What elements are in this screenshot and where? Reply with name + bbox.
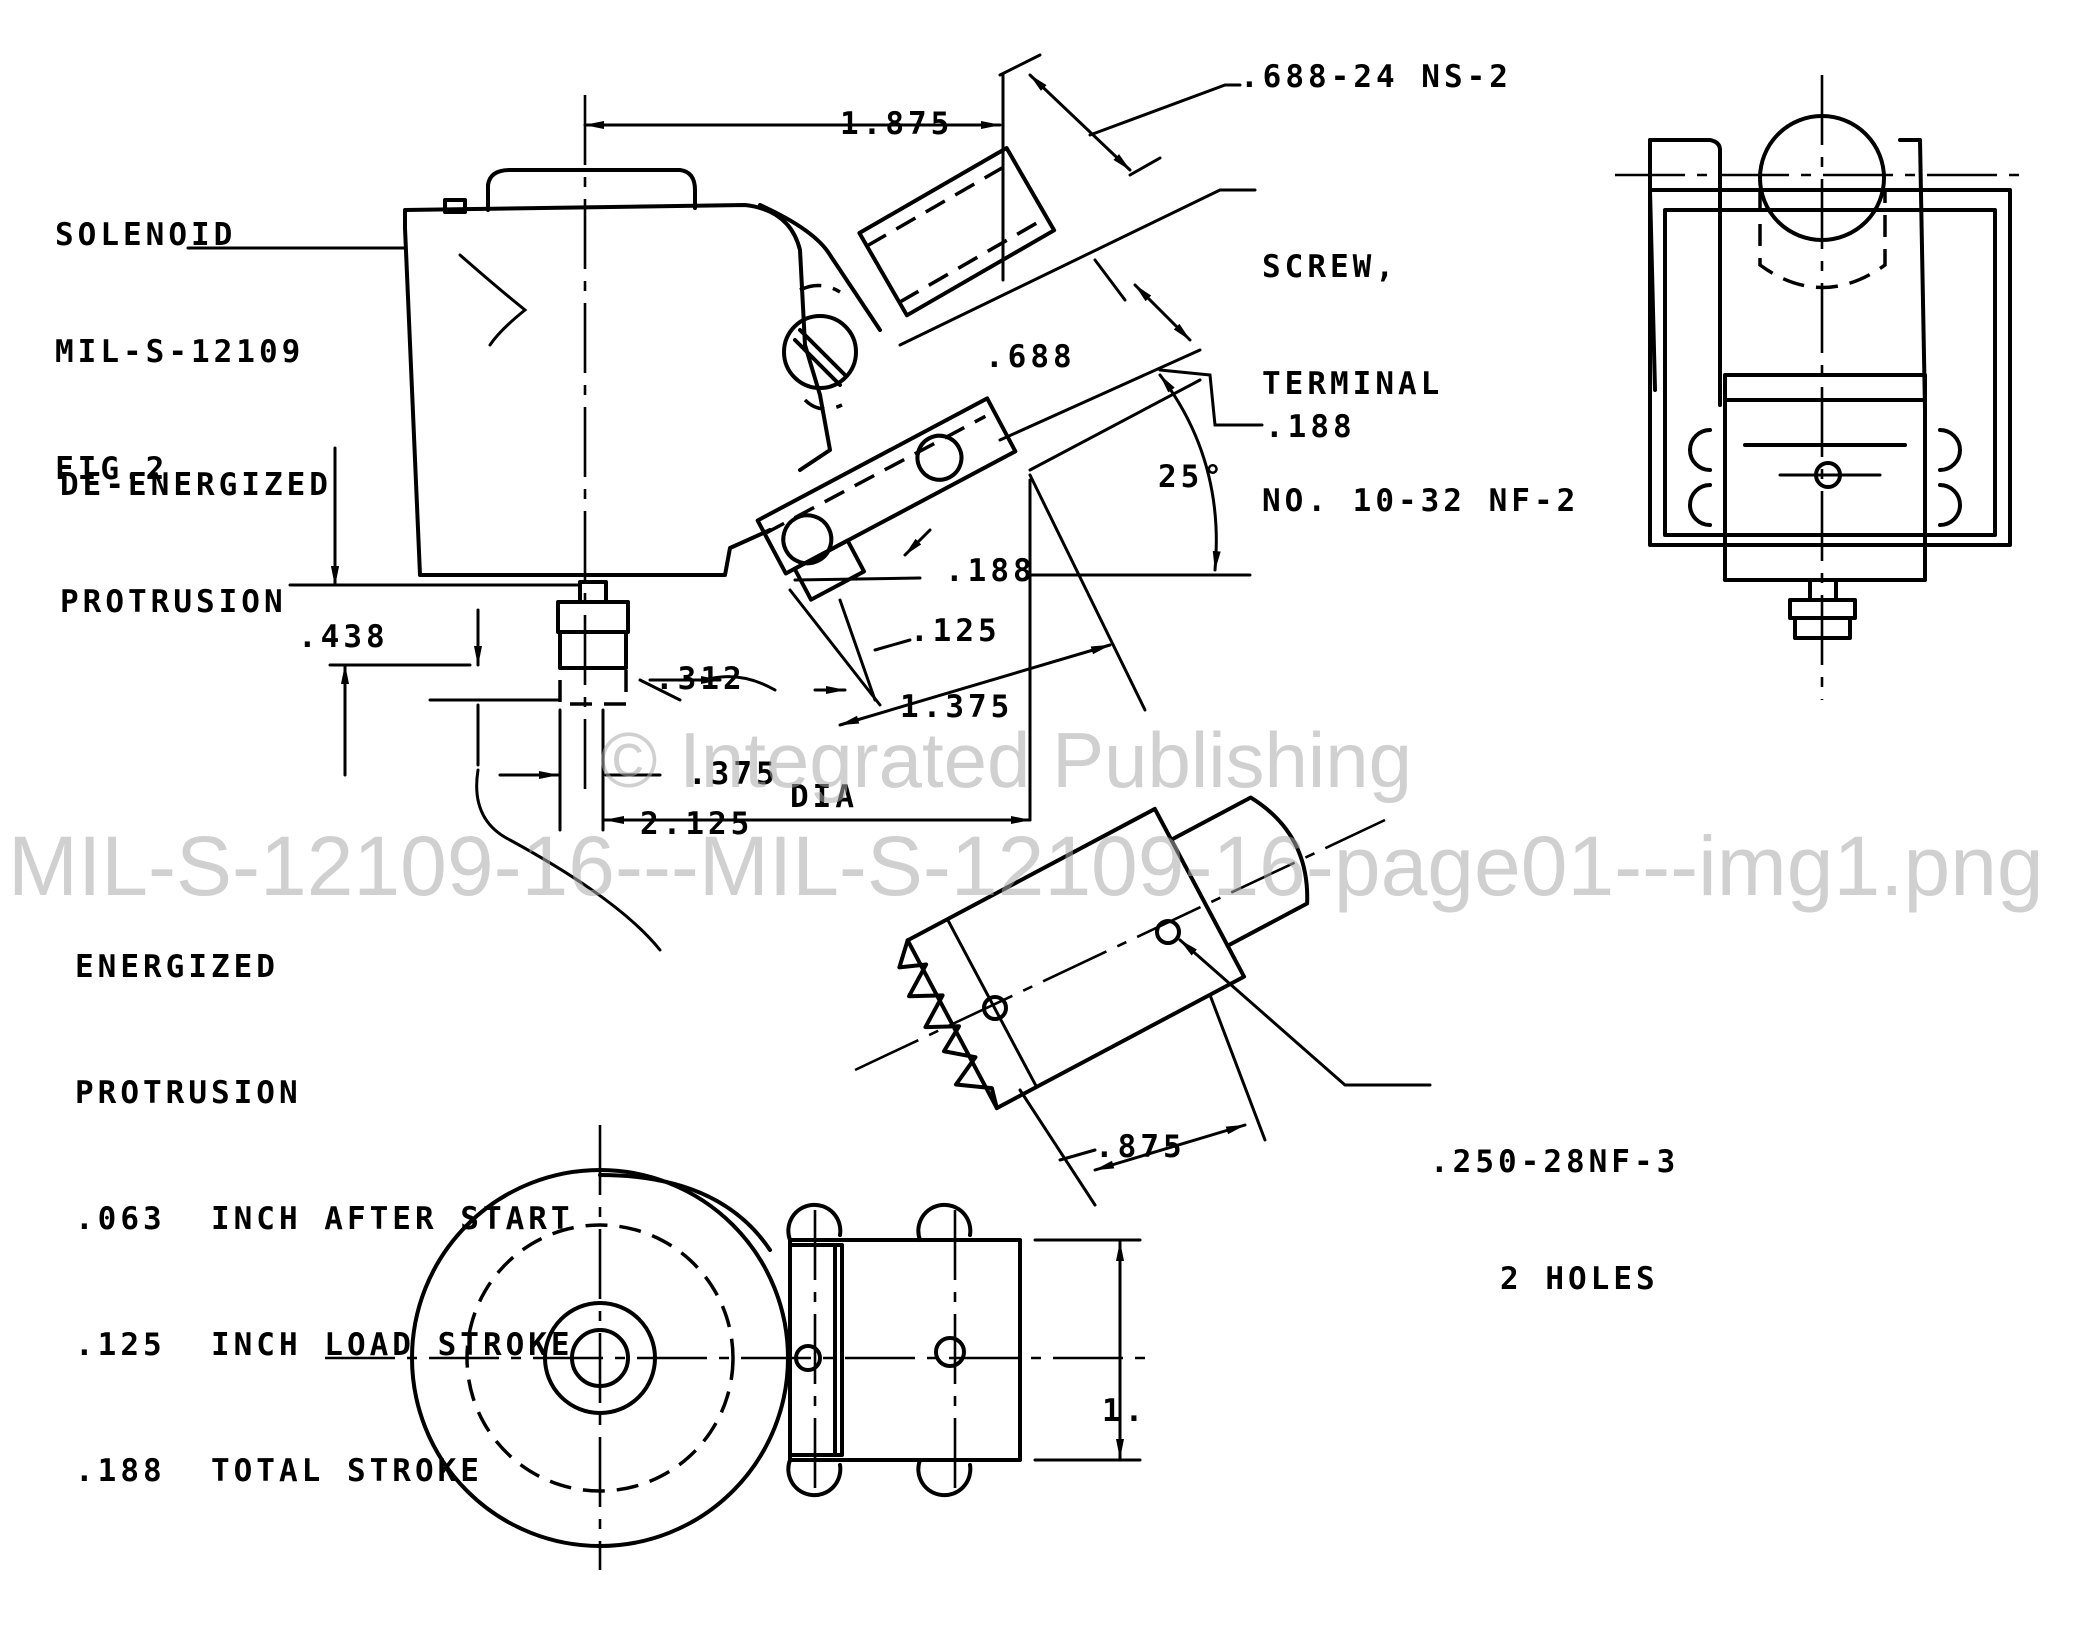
dim-dia: DIA	[790, 779, 858, 815]
de-energized-label: DE-ENERGIZED PROTRUSION	[60, 388, 332, 661]
screw-line-3: NO. 10-32 NF-2	[1262, 483, 1580, 519]
dim-angle: 25°	[1158, 459, 1226, 495]
dim-688: .688	[985, 339, 1076, 375]
dim-188-mid: .188	[945, 553, 1036, 589]
screw-line-2: TERMINAL	[1262, 366, 1444, 402]
main-dimensions	[288, 53, 1264, 952]
leaders	[186, 246, 407, 587]
dim-1: 1.	[1102, 1393, 1148, 1429]
energized-line-1: ENERGIZED	[75, 949, 279, 985]
dim-875: .875	[1095, 1129, 1186, 1165]
de-energized-line-1: DE-ENERGIZED	[60, 467, 332, 503]
title-line-3: FIG.2	[55, 451, 169, 487]
dim-125: .125	[910, 613, 1001, 649]
tapped-holes-line-2: 2 HOLES	[1500, 1261, 1659, 1297]
dim-1375: 1.375	[900, 689, 1014, 725]
dim-1875: 1.875	[840, 106, 954, 142]
detail-view	[854, 795, 1432, 1207]
energized-line-3: .063 INCH AFTER START	[75, 1201, 574, 1237]
energized-line-5: .188 TOTAL STROKE	[75, 1453, 483, 1489]
title-line-2: MIL-S-12109	[55, 334, 305, 370]
tapped-holes-line-1: .250-28NF-3	[1430, 1144, 1680, 1180]
title-line-1: SOLENOID	[55, 217, 237, 253]
end-view	[1615, 75, 2030, 700]
plan-view	[325, 1125, 1145, 1570]
title-block: SOLENOID MIL-S-12109 FIG.2	[55, 138, 304, 528]
thread-label: .688-24 NS-2	[1240, 59, 1512, 95]
dim-375: .375	[688, 756, 779, 792]
screw-label: SCREW, TERMINAL NO. 10-32 NF-2	[1262, 170, 1579, 560]
side-view	[403, 95, 1057, 790]
dim-438: .438	[298, 619, 389, 655]
dim-312: .312	[655, 661, 746, 697]
tapped-holes-label: .250-28NF-3 2 HOLES	[1430, 1065, 1679, 1338]
dim-188-top: .188	[1265, 409, 1356, 445]
dim-2125: 2.125	[640, 806, 754, 842]
screw-line-1: SCREW,	[1262, 249, 1398, 285]
energized-line-2: PROTRUSION	[75, 1075, 302, 1111]
energized-notes: ENERGIZED PROTRUSION .063 INCH AFTER STA…	[75, 862, 574, 1534]
de-energized-line-2: PROTRUSION	[60, 584, 287, 620]
energized-line-4: .125 INCH LOAD STROKE	[75, 1327, 574, 1363]
